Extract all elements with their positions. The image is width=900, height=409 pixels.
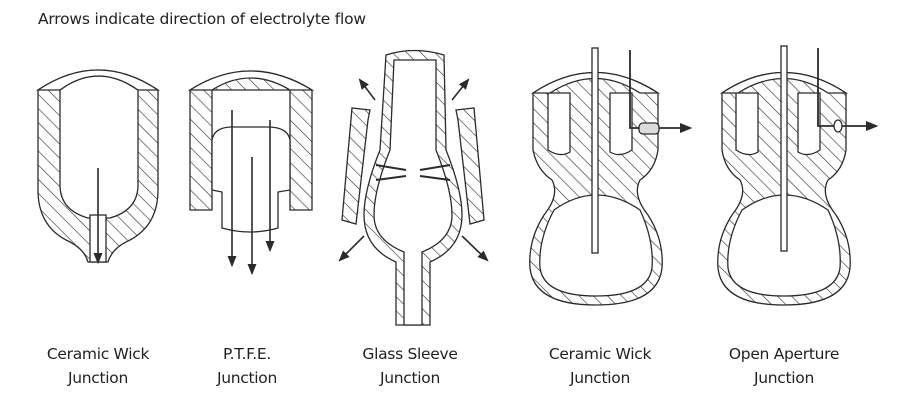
top-cap [719, 71, 849, 94]
annular-chamber-right [797, 92, 821, 156]
label-open-aperture-junction: Open Aperture Junction [728, 345, 840, 387]
annular-chamber-left [735, 92, 759, 156]
label-ptfe-junction: P.T.F.E. Junction [216, 345, 278, 387]
top-cap [187, 70, 315, 91]
ceramic-wick-plug [638, 122, 660, 135]
flow-arrow [817, 48, 879, 132]
glass-sleeve-junction-diagram [338, 49, 489, 326]
outer-sleeve-left [341, 107, 371, 225]
flow-arrow-down-left [338, 235, 365, 262]
label-ceramic-wick-junction-1: Ceramic Wick Junction [46, 345, 150, 387]
annular-chamber-left [547, 92, 571, 156]
annular-chamber-right [609, 92, 633, 156]
electrode-rod [591, 47, 599, 254]
flow-arrow-up-right [451, 78, 470, 101]
flow-arrow-up-left [358, 78, 376, 101]
label-glass-sleeve-junction: Glass Sleeve Junction [362, 345, 458, 387]
flow-arrow [629, 50, 693, 134]
top-cap [35, 69, 161, 91]
ptfe-junction-diagram [187, 70, 315, 276]
flow-arrow-down-right [461, 235, 489, 262]
vessel-cavity [59, 75, 139, 219]
ceramic-wick-junction-1-diagram [35, 69, 161, 265]
open-aperture [833, 119, 843, 133]
electrode-rod [780, 45, 788, 252]
outer-sleeve-right [455, 107, 485, 225]
ceramic-wick-junction-2-diagram [529, 47, 693, 306]
figure-title: Arrows indicate direction of electrolyte… [38, 10, 366, 28]
top-cap [530, 71, 661, 94]
ptfe-sleeve [211, 126, 291, 233]
label-ceramic-wick-junction-2: Ceramic Wick Junction [548, 345, 652, 387]
inner-bore [373, 59, 453, 326]
open-aperture-junction-diagram [717, 45, 879, 306]
